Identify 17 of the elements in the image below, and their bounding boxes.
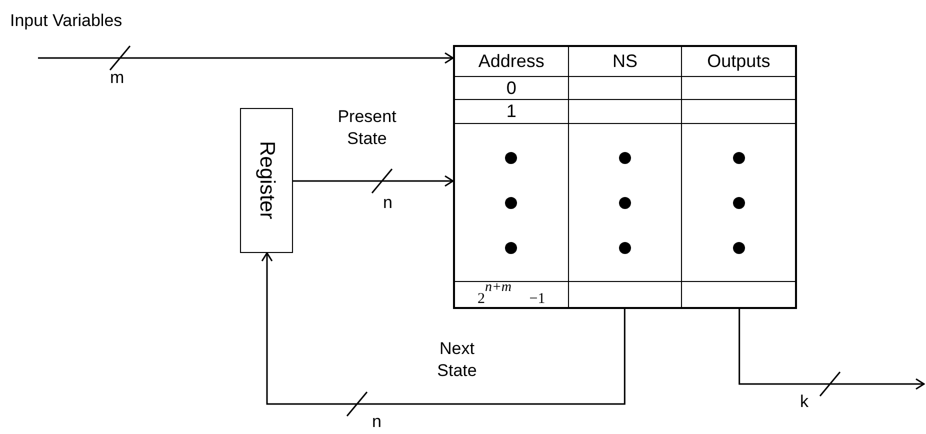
bus-width-label: n [372,412,382,432]
arrow [738,309,925,390]
arrow [261,252,626,405]
memory-table [453,45,797,309]
bus-width-label: n [383,193,392,213]
column-header: Outputs [707,51,770,72]
arrow [38,52,454,64]
address-value: 0 [506,78,516,98]
register-box: Register [240,108,293,253]
table-column [681,47,796,307]
arrow [293,175,454,187]
address-value: 1 [506,101,516,122]
bus-width-label: k [800,392,808,412]
column-header: NS [612,51,638,72]
bus-width-label: m [110,68,124,88]
table-column [568,47,682,307]
column-header: Address [478,51,544,72]
